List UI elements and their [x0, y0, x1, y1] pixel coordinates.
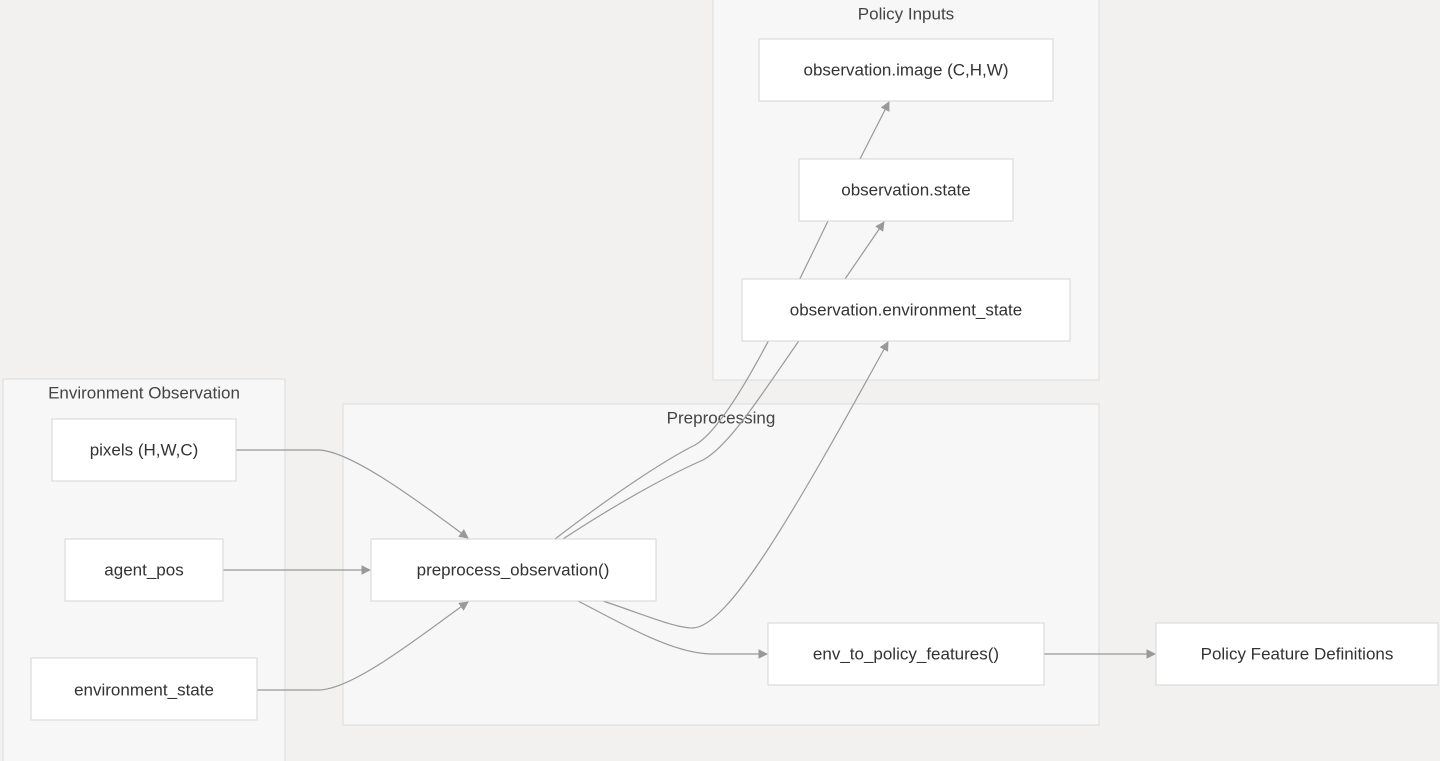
edge-pixels-to-preprocess	[236, 449, 469, 539]
node-label: env_to_policy_features()	[813, 645, 999, 664]
node-env-to-policy-features[interactable]: env_to_policy_features()	[767, 622, 1045, 686]
node-label: agent_pos	[104, 561, 183, 580]
node-label: observation.image (C,H,W)	[803, 61, 1008, 80]
node-policy-feature-definitions[interactable]: Policy Feature Definitions	[1155, 622, 1439, 686]
cluster-label: Preprocessing	[667, 409, 776, 428]
node-pixels[interactable]: pixels (H,W,C)	[51, 418, 237, 482]
node-label: observation.state	[841, 181, 970, 200]
node-label: observation.environment_state	[790, 301, 1022, 320]
edge-preprocess-to-observation-environment-state	[602, 341, 889, 629]
cluster-label: Policy Inputs	[858, 5, 954, 24]
node-observation-state[interactable]: observation.state	[798, 158, 1014, 222]
node-label: pixels (H,W,C)	[90, 441, 199, 460]
edge-preprocess-to-observation-image	[554, 101, 890, 540]
node-label: environment_state	[74, 681, 214, 700]
edges	[223, 101, 1156, 691]
node-label: Policy Feature Definitions	[1201, 645, 1394, 664]
node-observation-image[interactable]: observation.image (C,H,W)	[758, 38, 1054, 102]
node-label: preprocess_observation()	[417, 561, 610, 580]
node-observation-environment-state[interactable]: observation.environment_state	[741, 278, 1071, 342]
node-preprocess-observation[interactable]: preprocess_observation()	[370, 538, 657, 602]
edge-environment-state-to-preprocess	[257, 601, 469, 691]
cluster-label: Environment Observation	[48, 384, 240, 403]
node-environment-state[interactable]: environment_state	[30, 657, 258, 721]
node-agent-pos[interactable]: agent_pos	[64, 538, 224, 602]
edge-preprocess-to-env-to-policy-features	[577, 600, 768, 659]
